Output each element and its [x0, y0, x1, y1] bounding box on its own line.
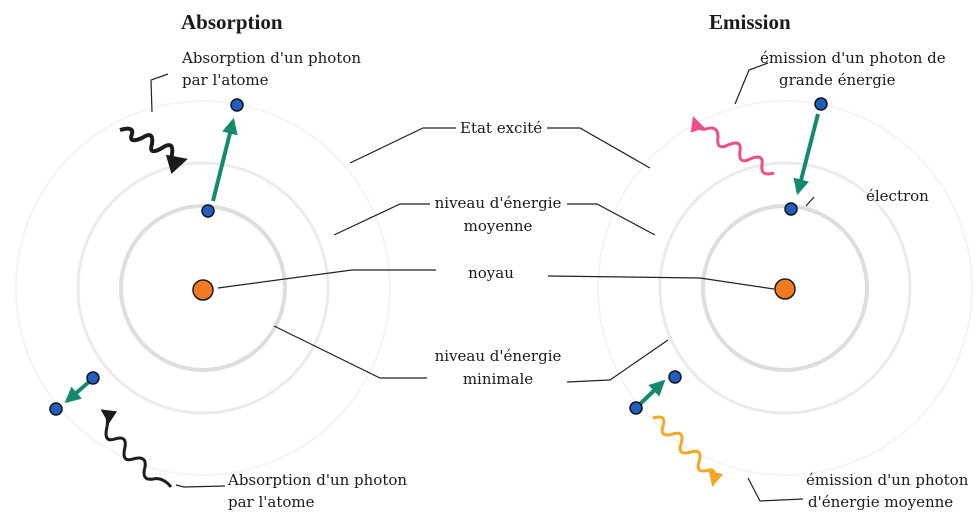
abs-top-label-line1: Absorption d'un photon — [182, 49, 362, 67]
outer-orbit-faint-right — [597, 100, 973, 476]
absorbed-photon-wave-bottom — [100, 409, 173, 488]
electron-excited-right — [814, 97, 828, 111]
em-bottom-label-line1: émission d'un photon — [806, 471, 969, 489]
electron-bottom-d — [668, 370, 682, 384]
absorption-atom — [15, 100, 391, 476]
niveau-moyenne-line1: niveau d'énergie — [434, 194, 562, 212]
ground-orbit-left — [119, 204, 287, 372]
niveau-moyenne-line2: moyenne — [463, 217, 533, 235]
transition-arrow-up-right — [638, 379, 666, 406]
leader-lines — [150, 62, 815, 502]
leader-noyau-right — [547, 275, 775, 290]
leader-abs-top — [150, 73, 169, 113]
excited-orbit-left — [76, 161, 330, 415]
electron-excited-left — [230, 98, 244, 112]
outer-orbit-faint-left — [15, 100, 391, 476]
absorption-heading: Absorption — [181, 10, 283, 34]
leader-minimale-left — [273, 325, 427, 379]
niveau-minimale-line2: minimale — [462, 370, 534, 388]
emission-heading: Emission — [709, 10, 791, 34]
abs-bottom-label-line1: Absorption d'un photon — [228, 471, 408, 489]
niveau-minimale-line1: niveau d'énergie — [434, 347, 562, 365]
leader-em-bottom — [747, 477, 804, 502]
transition-arrow-down-left — [64, 379, 92, 404]
absorbed-photon-wave-top — [119, 126, 188, 175]
leader-excite-right — [547, 127, 651, 169]
electron-bottom-b — [49, 402, 63, 416]
electron-ground-right — [784, 202, 798, 216]
em-bottom-label-line2: d'énergie moyenne — [808, 493, 954, 511]
leader-excite-left — [349, 127, 456, 164]
noyau-label: noyau — [468, 264, 514, 282]
em-top-label-line1: émission d'un photon de — [760, 49, 946, 67]
excited-orbit-right — [658, 161, 912, 415]
leader-noyau-left — [217, 269, 436, 289]
electron-bottom-c — [629, 401, 643, 415]
leader-abs-bottom — [175, 484, 226, 488]
leader-minimale-right — [566, 339, 669, 383]
leader-em-top — [734, 62, 769, 105]
medium-energy-photon-wave — [652, 415, 724, 487]
leader-moyenne-right — [567, 203, 656, 236]
electron-label: électron — [866, 187, 929, 205]
nucleus-left — [192, 279, 214, 301]
emission-atom — [597, 100, 973, 476]
electron-ground-left — [201, 204, 215, 218]
transition-arrow-up-left — [211, 117, 238, 202]
nucleus-right — [774, 278, 796, 300]
abs-top-label-line2: par l'atome — [182, 71, 269, 89]
leader-electron — [805, 196, 815, 207]
em-top-label-line2: grande énergie — [779, 71, 896, 89]
electron-bottom-a — [86, 371, 100, 385]
etat-excite-label: Etat excité — [460, 119, 543, 137]
high-energy-photon-wave — [690, 116, 775, 176]
abs-bottom-label-line2: par l'atome — [228, 493, 315, 511]
transition-arrow-down-right — [793, 113, 820, 196]
leader-moyenne-left — [333, 203, 430, 236]
